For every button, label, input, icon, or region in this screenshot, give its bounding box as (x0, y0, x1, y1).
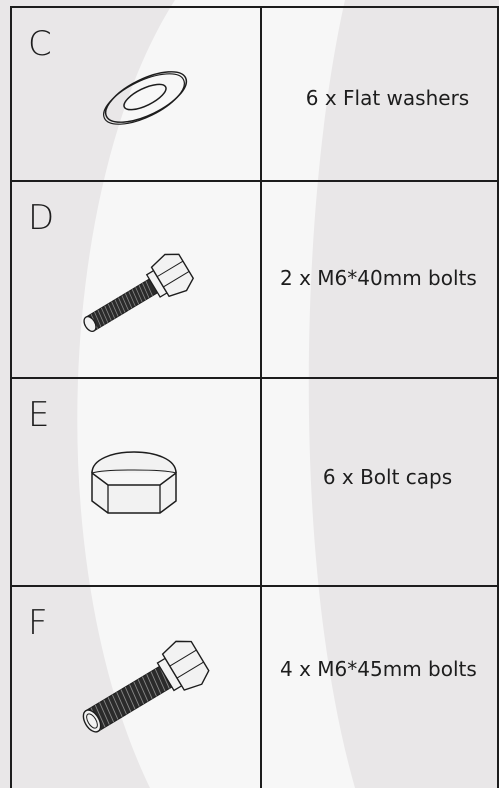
parts-table: C 6 x Flat washers D (10, 6, 499, 788)
table-border-left (10, 6, 12, 788)
part-description: 6 x Flat washers (305, 86, 470, 110)
part-letter: F (28, 603, 48, 643)
row-separator (10, 180, 498, 182)
table-divider (260, 6, 262, 788)
bolt-icon (83, 253, 195, 332)
part-letter: E (28, 395, 50, 435)
row-separator (10, 585, 498, 587)
part-row-c: C 6 x Flat washers (10, 6, 498, 180)
row-separator (10, 377, 498, 379)
part-description: 4 x M6*45mm bolts (280, 657, 477, 681)
bolt-cap-icon (91, 451, 177, 514)
part-description: 6 x Bolt caps (322, 465, 453, 489)
flat-washer-icon (103, 71, 188, 125)
table-border-top (10, 6, 498, 8)
table-border-right (497, 6, 499, 788)
part-row-f: F 4 x M6*45mm bolts (10, 585, 498, 788)
part-row-d: D 2 x M6*40mm bolts (10, 180, 498, 377)
part-row-e: E 6 x Bolt caps (10, 377, 498, 585)
part-letter: C (28, 24, 52, 64)
part-description: 2 x M6*40mm bolts (280, 266, 477, 290)
bolt-icon (82, 640, 210, 733)
part-letter: D (28, 198, 55, 238)
